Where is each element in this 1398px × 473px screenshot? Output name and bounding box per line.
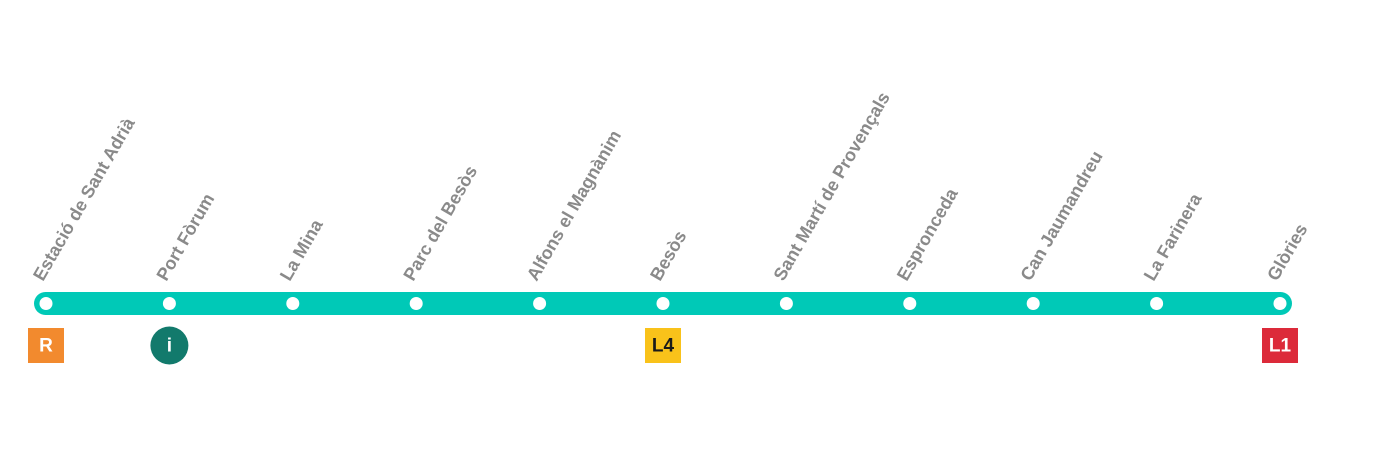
- connection-badge-bg: [645, 328, 681, 363]
- station[interactable]: Espronceda: [893, 184, 962, 310]
- metro-l1-badge[interactable]: L1: [1262, 328, 1298, 363]
- metro-l4-badge[interactable]: L4: [645, 328, 681, 363]
- station-dot: [1150, 297, 1164, 310]
- station-label: Can Jaumandreu: [1016, 148, 1106, 284]
- station[interactable]: Parc del Besòs: [399, 162, 481, 310]
- station-label: Estació de Sant Adrià: [29, 113, 139, 284]
- station-dot: [286, 297, 300, 310]
- station-label: Parc del Besòs: [399, 162, 481, 284]
- station-dot: [656, 297, 670, 310]
- station-label: La Farinera: [1140, 189, 1206, 284]
- station-dot: [533, 297, 547, 310]
- station-dot: [1026, 297, 1040, 310]
- station-label: Sant Martí de Provençals: [770, 89, 894, 284]
- connection-badge-bg: [28, 328, 64, 363]
- station[interactable]: Estació de Sant Adrià: [29, 113, 139, 310]
- connection-badge-label: R: [39, 336, 53, 357]
- rodalies-badge[interactable]: R: [28, 328, 64, 363]
- station[interactable]: Can Jaumandreu: [1016, 148, 1107, 310]
- connection-badge-bg: [150, 326, 189, 365]
- station-label: La Mina: [276, 215, 327, 284]
- station-label: Alfons el Magnànim: [523, 127, 625, 284]
- station[interactable]: La Farinera: [1140, 189, 1206, 310]
- station-dot: [779, 297, 793, 310]
- station[interactable]: Port Fòrum: [153, 190, 219, 310]
- station-dot: [162, 297, 176, 310]
- station[interactable]: Alfons el Magnànim: [523, 127, 625, 310]
- info-icon[interactable]: i: [150, 326, 189, 365]
- station-label: Espronceda: [893, 184, 962, 284]
- station-label: Besòs: [646, 227, 690, 284]
- station-dot: [39, 297, 53, 310]
- connection-badge-label: i: [167, 336, 172, 357]
- station-label: Port Fòrum: [153, 190, 219, 284]
- station-dot: [409, 297, 423, 310]
- station-dot: [1273, 297, 1287, 310]
- connection-badge-bg: [1262, 328, 1298, 363]
- station[interactable]: Sant Martí de Provençals: [770, 89, 894, 310]
- connection-badge-label: L1: [1269, 336, 1292, 357]
- connection-badge-label: L4: [652, 336, 675, 357]
- station-dot: [903, 297, 917, 310]
- station-label: Glòries: [1263, 220, 1311, 284]
